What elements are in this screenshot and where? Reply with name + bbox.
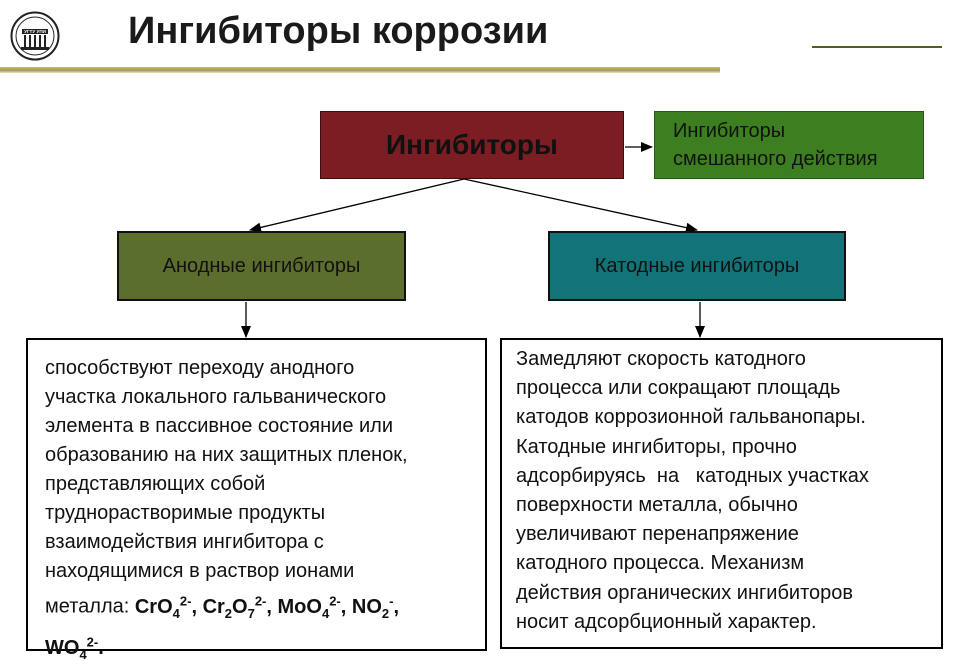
arrow-root-to-cathodic [463,178,698,233]
anodic-desc-line: способствуют переходу анодного [45,357,355,379]
formula-molybdate: MoO42-, [277,593,352,621]
anodic-desc-formula-line: металла: CrO42-, Cr2O72-, MoO42-, NO2-, [45,586,475,628]
formula-chromate: CrO42-, [134,593,203,621]
title-underline [0,67,720,73]
mixed-inhibitors-box: Ингибиторы смешанного действия [654,111,924,179]
anodic-inhibitors-box: Анодные ингибиторы [117,231,406,301]
anodic-desc-line: труднорастворимые продукты [45,502,326,524]
anodic-desc-line: образованию на них защитных пленок, [45,444,408,466]
cathodic-desc-line: Замедляют скорость катодного [516,348,806,370]
cathodic-desc-line: действия органических ингибиторов [516,581,854,604]
cathodic-desc-line: Катодные ингибиторы, прочно [516,435,797,458]
mixed-label-line2: смешанного действия [673,148,878,170]
anodic-label: Анодные ингибиторы [162,254,361,277]
logo-text: УГТУ УПИ [24,29,46,34]
corner-rule [812,46,942,48]
cathodic-desc-line: носит адсорбционный характер. [516,610,817,633]
cathodic-desc-line: адсорбируясь на катодных участках [516,464,869,487]
anodic-desc-line: представляющих собой [45,473,266,495]
diagram-arrows [241,142,705,338]
inhibitors-root-box: Ингибиторы [320,111,624,179]
cathodic-inhibitors-box: Катодные ингибиторы [548,231,846,301]
anodic-desc-line: участка локального гальванического [45,386,387,408]
cathodic-desc-line: увеличивают перенапряжение [516,523,799,546]
mixed-label-line1: Ингибиторы [673,120,786,142]
page-title: Ингибиторы коррозии [128,10,549,52]
cathodic-desc-line: процесса или сокращают площадь [516,377,841,400]
cathodic-label: Катодные ингибиторы [594,254,800,277]
university-logo: УГТУ УПИ [10,11,60,61]
anodic-desc-line: находящимися в раствор ионами [45,560,355,582]
cathodic-desc-line: катодного процесса. Механизм [516,552,805,575]
root-label: Ингибиторы [386,129,558,160]
anodic-description: способствуют переходу анодного участка л… [26,338,487,662]
cathodic-description: Замедляют скорость катодного процесса ил… [500,338,943,649]
formula-dichromate: Cr2O72-, [202,593,278,621]
cathodic-desc-line: поверхности металла, обычно [516,494,798,517]
anodic-desc-line: элемента в пассивное состояние или [45,415,394,437]
arrow-root-to-anodic [249,178,465,233]
metal-prefix: металла: [45,595,135,618]
anodic-desc-line: взаимодействия ингибитора с [45,531,324,553]
formula-tungstate: WO42-. [45,634,104,663]
cathodic-desc-line: катодов коррозионной гальванопары. [516,406,866,429]
formula-nitrite: NO2-, [351,593,400,621]
anodic-desc-formula-line-2: WO42-. [45,628,475,669]
